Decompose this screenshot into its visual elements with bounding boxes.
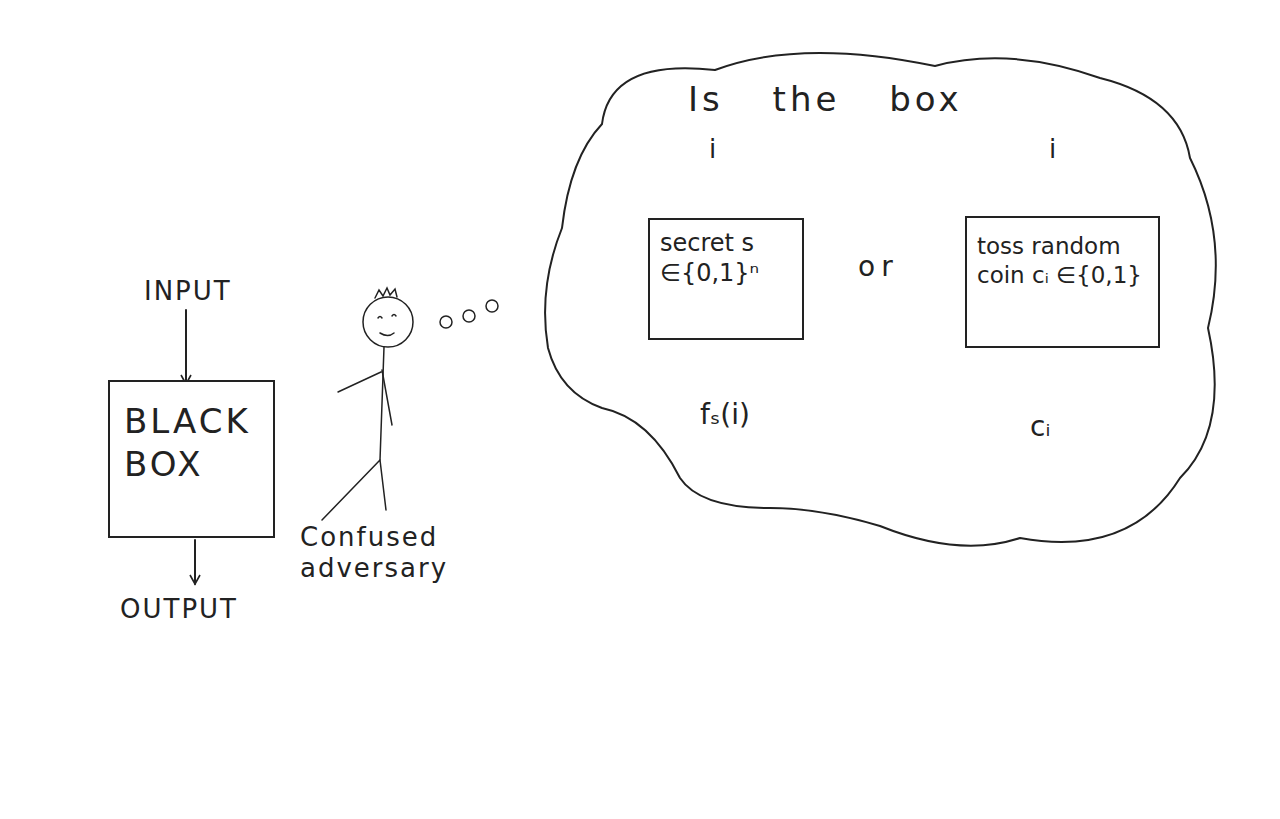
input-variable: i [1049, 134, 1079, 165]
adversary-label: Confused adversary [300, 522, 500, 584]
box-text: toss random coin cᵢ ∈{0,1} [977, 232, 1148, 290]
input-label: INPUT [144, 276, 284, 307]
cloud-heading: Is the box [688, 78, 963, 121]
output-value: cᵢ [1030, 410, 1090, 444]
coin-box: toss random coin cᵢ ∈{0,1} [965, 216, 1160, 348]
box-text: BLACK BOX [124, 400, 259, 485]
stick-figure [322, 288, 413, 520]
output-arrow [194, 540, 196, 584]
cloud-outline [545, 53, 1216, 546]
output-value: fₛ(i) [700, 398, 820, 432]
thought-cloud: secret s ∈{0,1}ⁿ toss random coin cᵢ ∈{0,… [540, 38, 1225, 558]
input-arrow [185, 310, 187, 384]
thought-bubbles [440, 300, 498, 328]
black-box: BLACK BOX [108, 380, 275, 538]
output-label: OUTPUT [120, 594, 280, 625]
input-variable: i [709, 134, 739, 165]
box-text: secret s ∈{0,1}ⁿ [660, 228, 792, 288]
or-label: or [858, 250, 918, 284]
secret-box: secret s ∈{0,1}ⁿ [648, 218, 804, 340]
